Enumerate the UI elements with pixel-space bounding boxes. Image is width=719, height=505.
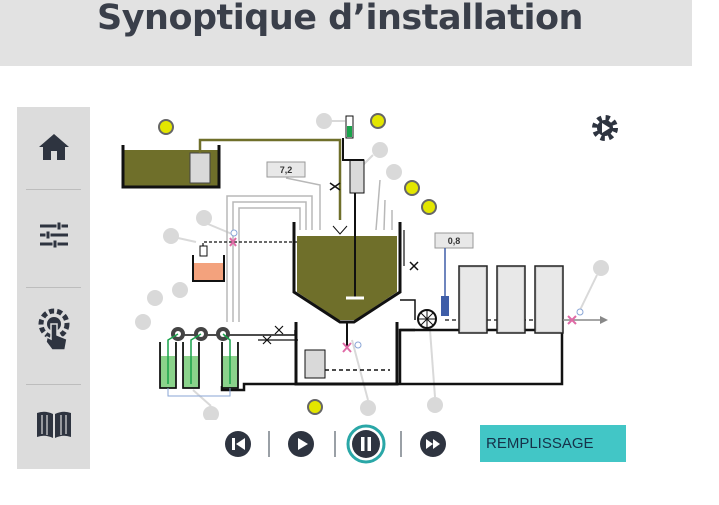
recirculation-pump xyxy=(417,309,437,329)
home-icon xyxy=(38,134,69,160)
feed-pipe xyxy=(198,138,342,220)
filter-columns xyxy=(458,265,564,334)
sidebar-item-documentation[interactable] xyxy=(17,385,90,465)
dosing-tank xyxy=(192,229,300,282)
level-value: 0,8 xyxy=(448,236,461,246)
play-icon xyxy=(288,431,314,457)
header-bar: Synoptique d’installation xyxy=(0,0,692,66)
fast-forward-icon xyxy=(420,431,446,457)
level-readout: 0,8 xyxy=(434,232,474,316)
ph-value: 7,2 xyxy=(280,165,293,175)
sidebar xyxy=(17,107,90,469)
sidebar-item-maintenance[interactable] xyxy=(17,290,90,370)
sliders-icon xyxy=(39,221,68,249)
sidebar-item-settings[interactable] xyxy=(17,195,90,275)
skip-back-icon xyxy=(225,431,251,457)
touch-settings-icon xyxy=(38,308,69,351)
dosing-pumps xyxy=(159,325,298,397)
main-reactor xyxy=(292,220,402,386)
process-diagram: 7,2 xyxy=(121,113,609,420)
settings-gear-button[interactable] xyxy=(590,113,620,148)
skip-back-button[interactable] xyxy=(224,430,252,463)
indicator-lights xyxy=(158,113,437,415)
sensor-callouts xyxy=(135,113,609,420)
ph-readout: 7,2 xyxy=(266,161,306,178)
book-icon xyxy=(36,411,71,438)
pause-icon xyxy=(346,424,386,464)
feed-tank xyxy=(121,145,221,189)
pause-button[interactable] xyxy=(346,424,386,469)
page-title: Synoptique d’installation xyxy=(97,0,583,38)
play-button[interactable] xyxy=(287,430,315,463)
sidebar-item-home[interactable] xyxy=(17,107,90,187)
fast-forward-button[interactable] xyxy=(419,430,447,463)
gear-icon xyxy=(592,115,618,141)
mode-status: REMPLISSAGE xyxy=(480,425,626,462)
